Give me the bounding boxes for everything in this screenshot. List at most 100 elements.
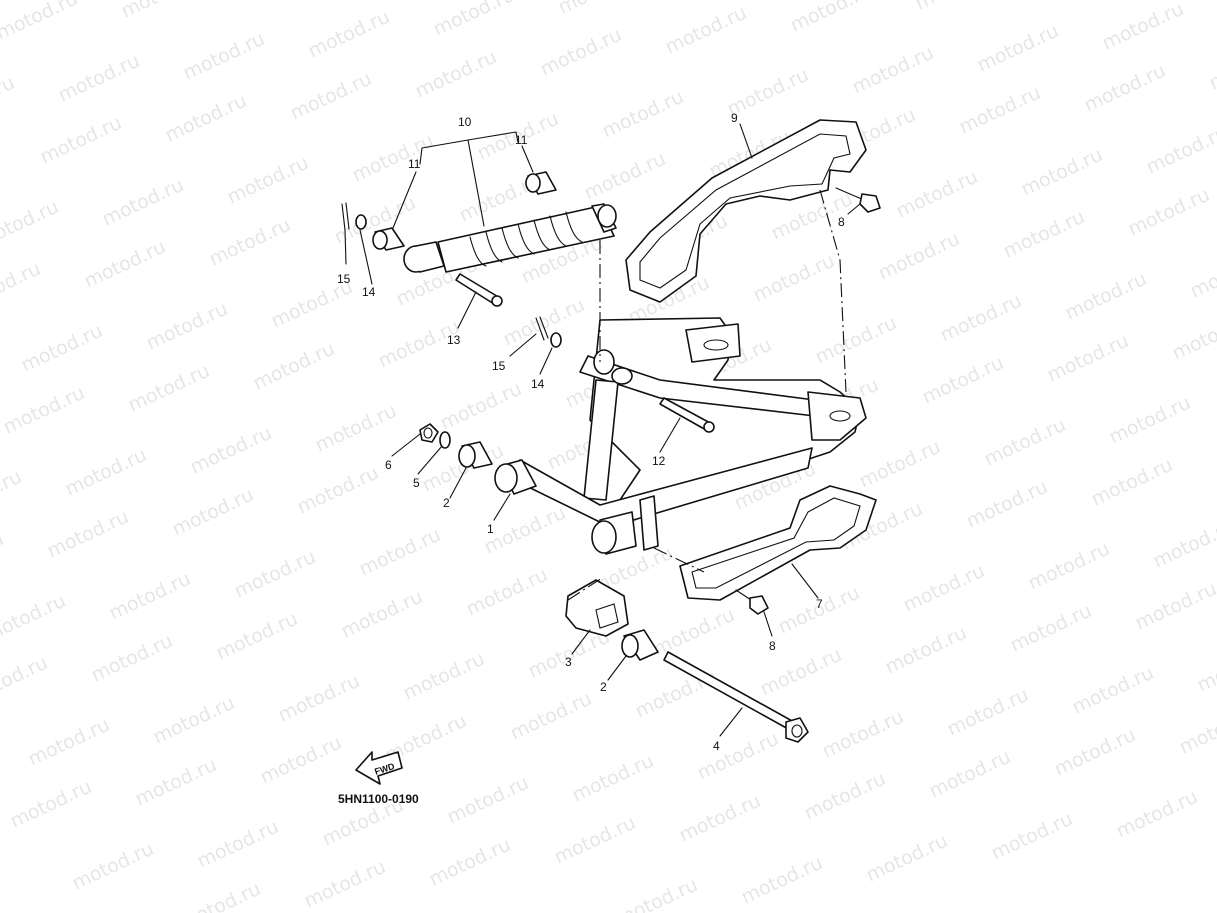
watermark-text: motod.ru bbox=[1176, 702, 1217, 759]
watermark-text: motod.ru bbox=[99, 174, 187, 231]
buffer-part-3 bbox=[565, 579, 629, 637]
watermark-text: motod.ru bbox=[555, 0, 643, 19]
collar-part-11-right bbox=[525, 171, 557, 195]
callout-11-left: 11 bbox=[408, 157, 421, 171]
watermark-text: motod.ru bbox=[787, 0, 875, 37]
callout-8-upper: 8 bbox=[838, 215, 845, 229]
watermark-text: motod.ru bbox=[430, 0, 518, 41]
callout-7: 7 bbox=[816, 597, 823, 611]
watermark-text: motod.ru bbox=[0, 258, 44, 315]
watermark-text: motod.ru bbox=[1169, 308, 1217, 365]
watermark-text: motod.ru bbox=[180, 28, 268, 85]
watermark-text: motod.ru bbox=[312, 400, 400, 457]
watermark-text: motod.ru bbox=[243, 0, 331, 1]
watermark-text: motod.ru bbox=[875, 228, 963, 285]
washer-part-5 bbox=[439, 431, 451, 449]
watermark-text: motod.ru bbox=[1206, 38, 1217, 95]
watermark-text: motod.ru bbox=[900, 560, 988, 617]
callout-14-right: 14 bbox=[531, 377, 545, 391]
forward-arrow-icon: FWD bbox=[355, 751, 403, 785]
watermark-text: motod.ru bbox=[1187, 246, 1217, 303]
watermark-text: motod.ru bbox=[1062, 268, 1150, 325]
watermark-text: motod.ru bbox=[1213, 432, 1217, 489]
diagram-code: 5HN1100-0190 bbox=[338, 792, 419, 806]
watermark-text: motod.ru bbox=[275, 670, 363, 727]
watermark-text: motod.ru bbox=[1194, 640, 1217, 697]
bolt-part-8-lower bbox=[735, 589, 769, 615]
watermark-text: motod.ru bbox=[301, 856, 389, 913]
cotter-pin-15-left bbox=[341, 202, 367, 231]
bushing-part-1 bbox=[494, 459, 537, 495]
watermark-text: motod.ru bbox=[1007, 600, 1095, 657]
chain-guard-part-9 bbox=[625, 119, 867, 303]
watermark-text: motod.ru bbox=[801, 768, 889, 825]
watermark-text: motod.ru bbox=[44, 506, 132, 563]
watermark-text: motod.ru bbox=[213, 608, 301, 665]
callout-13: 13 bbox=[447, 333, 461, 347]
callout-2-upper: 2 bbox=[443, 496, 450, 510]
watermark-text: motod.ru bbox=[118, 0, 206, 23]
shaft-part-13 bbox=[455, 273, 503, 307]
callout-3: 3 bbox=[565, 655, 572, 669]
callout-15-right: 15 bbox=[492, 359, 506, 373]
bushing-part-2-upper bbox=[458, 441, 493, 469]
callout-12: 12 bbox=[652, 454, 666, 468]
watermark-text: motod.ru bbox=[613, 874, 701, 913]
watermark-text: motod.ru bbox=[176, 878, 264, 913]
watermark-text: motod.ru bbox=[981, 414, 1069, 471]
watermark-text: motod.ru bbox=[338, 586, 426, 643]
callout-10: 10 bbox=[458, 115, 472, 129]
watermark-text: motod.ru bbox=[551, 812, 639, 869]
watermark-text: motod.ru bbox=[463, 564, 551, 621]
watermark-text: motod.ru bbox=[0, 652, 51, 709]
watermark-text: motod.ru bbox=[1150, 516, 1217, 573]
watermark-text: motod.ru bbox=[400, 648, 488, 705]
watermark-text: motod.ru bbox=[849, 42, 937, 99]
watermark-text: motod.ru bbox=[206, 214, 294, 271]
nut-part-6 bbox=[419, 423, 439, 443]
callout-2-lower: 2 bbox=[600, 680, 607, 694]
watermark-text: motod.ru bbox=[37, 112, 125, 169]
watermark-text: motod.ru bbox=[676, 790, 764, 847]
watermark-text: motod.ru bbox=[356, 524, 444, 581]
watermark-text: motod.ru bbox=[187, 422, 275, 479]
watermark-text: motod.ru bbox=[1088, 454, 1176, 511]
watermark-text: motod.ru bbox=[62, 444, 150, 501]
watermark-text: motod.ru bbox=[162, 90, 250, 147]
watermark-text: motod.ru bbox=[937, 290, 1025, 347]
watermark-text: motod.ru bbox=[231, 546, 319, 603]
watermark-text: motod.ru bbox=[81, 236, 169, 293]
watermark-text: motod.ru bbox=[956, 82, 1044, 139]
watermark-text: motod.ru bbox=[882, 622, 970, 679]
watermark-text: motod.ru bbox=[250, 338, 338, 395]
watermark-text: motod.ru bbox=[437, 378, 525, 435]
watermark-text: motod.ru bbox=[25, 714, 113, 771]
cotter-pin-15-right bbox=[535, 316, 562, 348]
watermark-text: motod.ru bbox=[150, 692, 238, 749]
watermark-text: motod.ru bbox=[1099, 0, 1187, 55]
callout-1: 1 bbox=[487, 522, 494, 536]
callout-8-lower: 8 bbox=[769, 639, 776, 653]
watermark-text: motod.ru bbox=[1000, 206, 1088, 263]
watermark-text: motod.ru bbox=[650, 604, 738, 661]
callout-11-right: 11 bbox=[515, 133, 528, 147]
callout-6: 6 bbox=[385, 458, 392, 472]
watermark-text: motod.ru bbox=[856, 436, 944, 493]
callout-9: 9 bbox=[731, 111, 738, 125]
callout-14-left: 14 bbox=[362, 285, 376, 299]
pin-part-12 bbox=[659, 397, 715, 433]
watermark-text: motod.ru bbox=[444, 772, 532, 829]
watermark-text: motod.ru bbox=[132, 754, 220, 811]
watermark-text: motod.ru bbox=[500, 294, 588, 351]
watermark-text: motod.ru bbox=[169, 484, 257, 541]
watermark-text: motod.ru bbox=[305, 6, 393, 63]
watermark-text: motod.ru bbox=[294, 462, 382, 519]
watermark-text: motod.ru bbox=[944, 684, 1032, 741]
watermark-text: motod.ru bbox=[18, 320, 106, 377]
watermark-text: motod.ru bbox=[738, 852, 826, 909]
watermark-text: motod.ru bbox=[919, 352, 1007, 409]
watermark-text: motod.ru bbox=[1113, 786, 1201, 843]
watermark-text: motod.ru bbox=[224, 152, 312, 209]
watermark-text: motod.ru bbox=[106, 568, 194, 625]
